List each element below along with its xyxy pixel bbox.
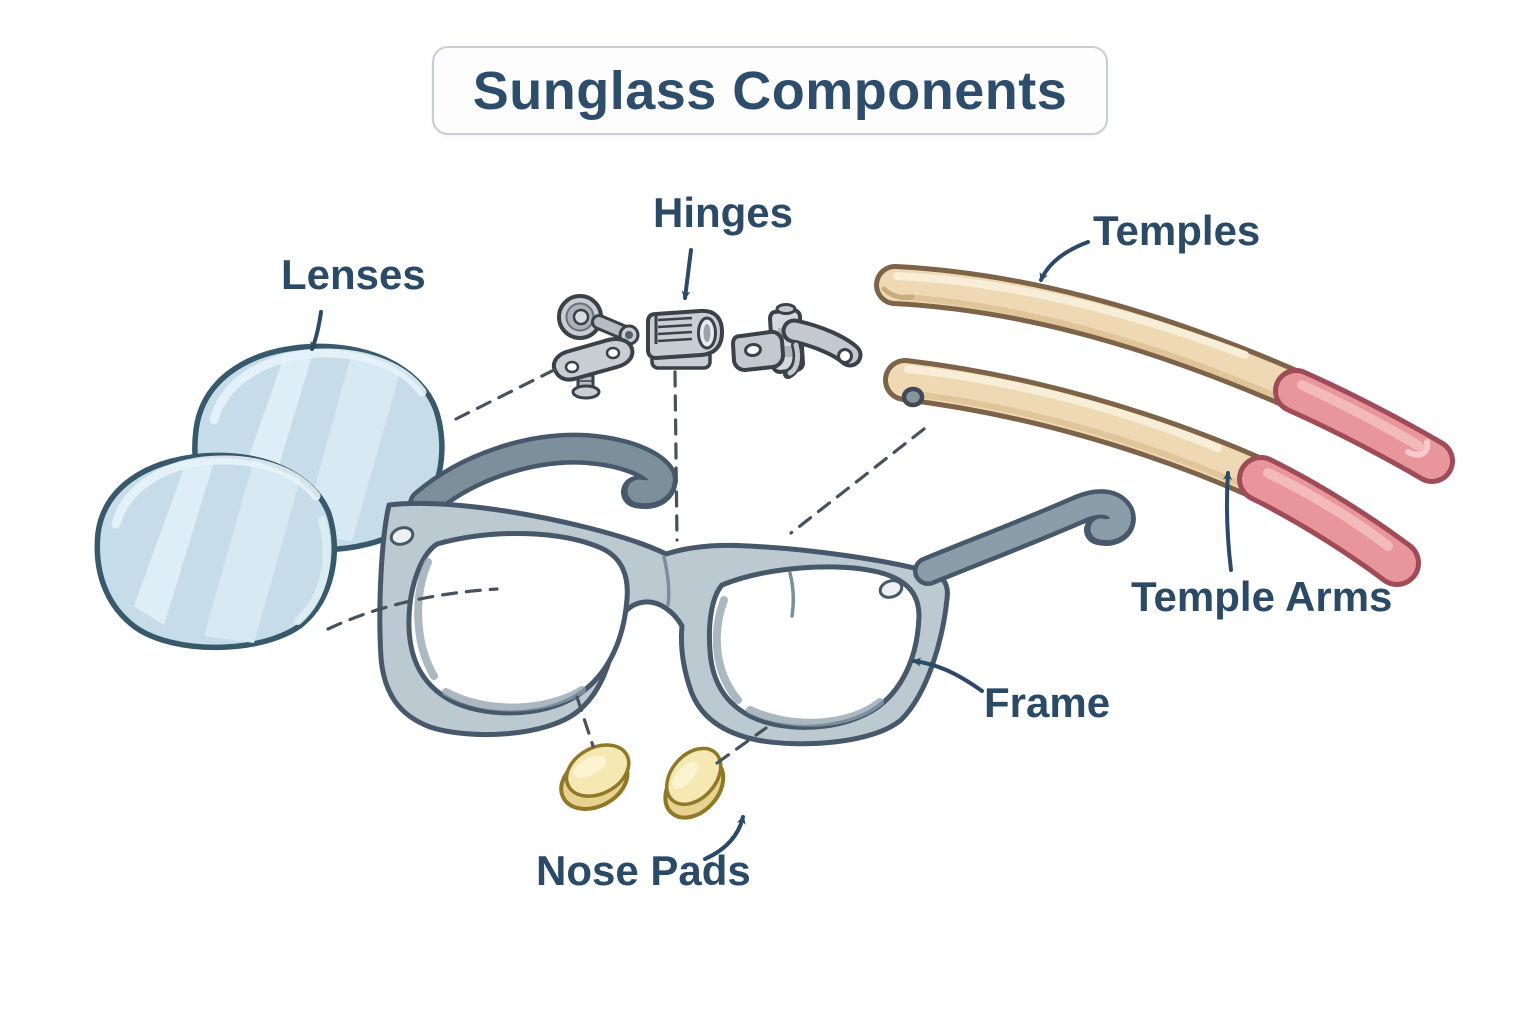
lens-lower-illustration <box>94 452 337 651</box>
temple-tip-top <box>1273 368 1455 484</box>
label-nose-pads: Nose Pads <box>536 847 751 894</box>
label-arrows <box>310 240 1233 861</box>
label-hinges: Hinges <box>653 189 794 236</box>
arrow-lenses <box>310 310 323 351</box>
temple-tip-bottom <box>1237 455 1421 587</box>
dash-hinge-to-temple <box>789 427 926 535</box>
label-temples: Temples <box>1093 207 1261 254</box>
page-title: Sunglass Components <box>472 60 1068 121</box>
frame-right-temple-stub <box>913 489 1136 586</box>
arrow-hinges <box>681 248 693 300</box>
label-lenses: Lenses <box>281 251 426 298</box>
dashed-connectors <box>326 365 926 765</box>
frame-rivet-right <box>878 579 904 599</box>
arrow-temples <box>1039 240 1090 282</box>
arrow-frame <box>912 657 984 693</box>
dash-lens-to-frame-opening <box>326 587 499 631</box>
hinge-plate-screw-illustration <box>551 337 635 400</box>
hinge-barrel-pin-illustration <box>557 294 640 346</box>
frame-illustration <box>377 432 1136 747</box>
temple-bottom-illustration <box>883 358 1421 587</box>
arrow-temple-arms <box>1223 471 1233 572</box>
temple-hinge-hole <box>901 386 925 408</box>
hinge-barrel-block-illustration <box>646 308 724 370</box>
frame-folded-temple <box>408 432 678 520</box>
nose-pad-left-illustration <box>559 743 631 811</box>
label-temple-arms: Temple Arms <box>1131 573 1393 620</box>
dash-hinge-to-frame <box>673 370 679 542</box>
hinge-double-plate-illustration <box>731 303 863 379</box>
arrow-nose-pads <box>703 815 746 861</box>
frame-rivet-left <box>389 526 415 546</box>
dash-nosepad-to-frame <box>715 726 768 765</box>
nose-pad-right-illustration <box>663 746 726 820</box>
label-frame: Frame <box>984 679 1111 726</box>
dash-lens-to-hinge <box>454 365 562 421</box>
dash-frame-to-nosepad <box>575 695 595 748</box>
temple-top-illustration <box>874 264 1455 484</box>
title-box: Sunglass Components <box>432 46 1108 135</box>
